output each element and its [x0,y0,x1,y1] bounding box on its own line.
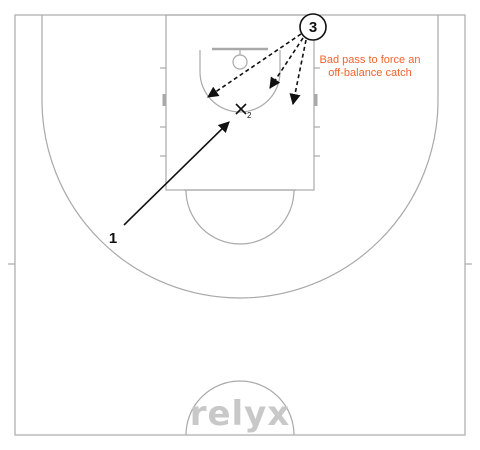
restricted-area [199,50,281,113]
three-point-line [41,15,439,299]
annotation-line-2: off-balance catch [328,67,412,79]
watermark-logo: relyx [190,394,291,434]
cut-arrow [123,121,230,226]
pass-arrow-right [289,39,307,106]
rim [232,54,248,70]
defender-2: 2 [235,103,252,120]
player-3: 3 [299,13,327,41]
center-circle [185,380,295,436]
player-1-label: 1 [109,230,117,247]
lane-hash-marks [160,67,320,157]
pass-arrow-middle [269,37,304,89]
lane [165,14,315,191]
pass-arrow-short-left [207,33,302,98]
player-3-label: 3 [309,19,317,36]
defender-2-number: 2 [247,111,252,120]
free-throw-circle [185,189,295,245]
annotation-line-1: Bad pass to force an [320,54,421,66]
